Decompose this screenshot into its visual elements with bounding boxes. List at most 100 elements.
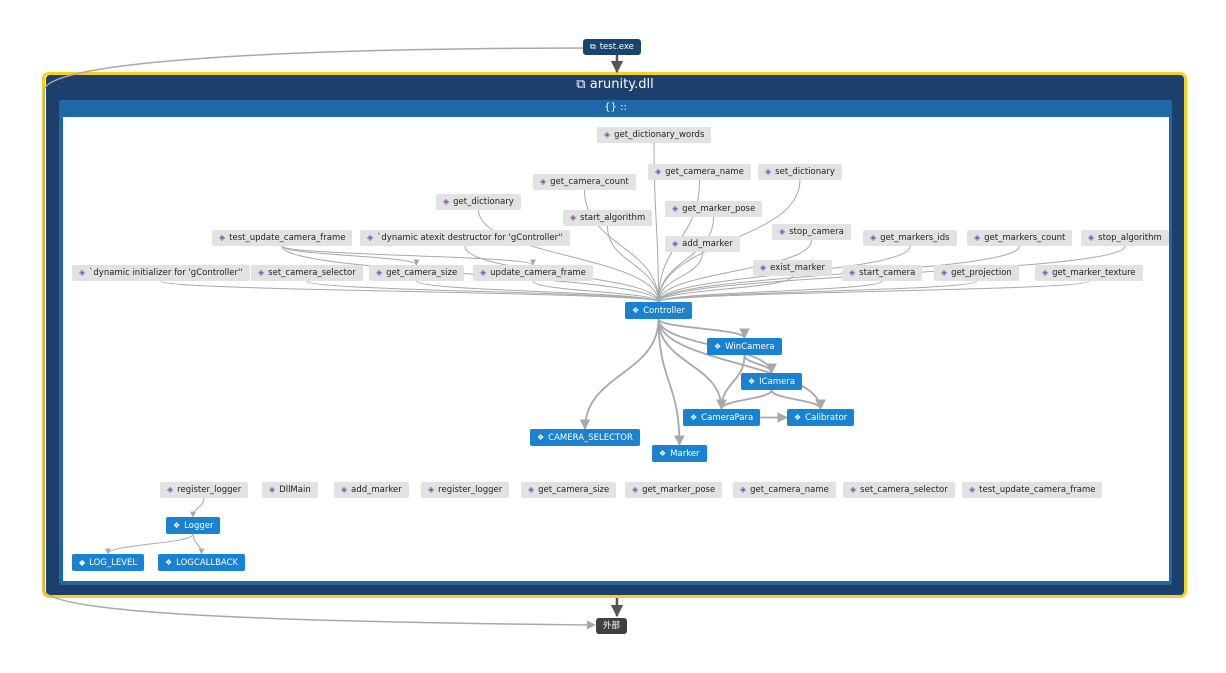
edge-test_update_camera_frame-to-Controller — [281, 245, 662, 303]
method-icon: ◈ — [779, 227, 786, 236]
method-icon: ◈ — [269, 485, 276, 494]
node-test-update-camera-frame[interactable]: ◈test_update_camera_frame — [212, 230, 353, 246]
class-icon: ❖ — [690, 413, 698, 422]
method-icon: ◈ — [428, 485, 435, 494]
node-start-camera[interactable]: ◈start_camera — [842, 265, 923, 281]
edge-get_projection-to-Controller — [655, 280, 977, 303]
method-icon: ◈ — [765, 167, 772, 176]
edge-start_camera-to-Controller — [655, 280, 883, 303]
node-get-camera-name-2[interactable]: ◈get_camera_name — [733, 482, 836, 498]
edge-get_camera_count-to-Controller — [584, 189, 662, 303]
edge-add_marker-to-Controller — [655, 251, 703, 303]
dll-group-title[interactable]: ⧉ arunity.dll — [46, 75, 1184, 95]
edge-test_update_camera_frame-to-get_camera_size — [281, 245, 420, 266]
method-icon: ◈ — [655, 167, 662, 176]
method-icon: ◈ — [740, 485, 747, 494]
node-set-dictionary[interactable]: ◈set_dictionary — [758, 164, 842, 180]
edge-Logger-to-LOGCALLBACK — [192, 533, 205, 555]
class-icon: ❖ — [748, 377, 756, 386]
method-icon: ◈ — [341, 485, 348, 494]
node-dllmain[interactable]: ◈DllMain — [262, 482, 318, 498]
node-add-marker-2[interactable]: ◈add_marker — [334, 482, 409, 498]
edge-b_register_logger-to-Logger — [190, 497, 205, 518]
external-node[interactable]: 外部 — [596, 618, 628, 634]
node-get-camera-size[interactable]: ◈get_camera_size — [369, 265, 465, 281]
node-set-camera-selector-2[interactable]: ◈set_camera_selector — [843, 482, 955, 498]
edge-get_camera_size-to-Controller — [416, 280, 662, 303]
edge-test_update_camera_frame-to-update_camera_frame — [281, 245, 536, 266]
node-log-level-enum[interactable]: ◆LOG_LEVEL — [72, 554, 145, 571]
node-get-projection[interactable]: ◈get_projection — [934, 265, 1019, 281]
node-get-marker-texture[interactable]: ◈get_marker_texture — [1035, 265, 1143, 281]
edge-dyn_init-to-Controller — [160, 280, 662, 303]
node-dynamic-initializer[interactable]: ◈`dynamic initializer for 'gController'' — [72, 265, 250, 281]
method-icon: ◈ — [974, 233, 981, 242]
exe-to-external-edge — [43, 47, 601, 630]
node-wincamera[interactable]: ❖WinCamera — [707, 338, 782, 355]
node-start-algorithm[interactable]: ◈start_algorithm — [563, 210, 653, 226]
method-icon: ◈ — [850, 485, 857, 494]
node-update-camera-frame[interactable]: ◈update_camera_frame — [473, 265, 593, 281]
edge-set_camera_selector-to-Controller — [306, 280, 662, 303]
node-get-camera-name[interactable]: ◈get_camera_name — [648, 164, 751, 180]
method-icon: ◈ — [870, 233, 877, 242]
node-add-marker[interactable]: ◈add_marker — [665, 236, 740, 252]
node-get-dictionary[interactable]: ◈get_dictionary — [436, 194, 521, 210]
node-register-logger-2[interactable]: ◈register_logger — [421, 482, 510, 498]
edge-Controller-to-Marker — [657, 318, 685, 447]
namespace-icon: {} — [604, 102, 617, 113]
class-icon: ❖ — [632, 306, 640, 315]
class-icon: ❖ — [165, 558, 173, 567]
node-icamera[interactable]: ❖ICamera — [741, 373, 803, 390]
node-logcallback[interactable]: ❖LOGCALLBACK — [158, 554, 246, 571]
edge-ICamera-to-CameraPara — [716, 389, 773, 411]
node-get-markers-count[interactable]: ◈get_markers_count — [967, 230, 1073, 246]
method-icon: ◈ — [79, 268, 86, 277]
method-icon: ◈ — [604, 130, 611, 139]
node-controller[interactable]: ❖Controller — [625, 302, 692, 319]
class-icon: ❖ — [794, 413, 802, 422]
node-get-camera-size-2[interactable]: ◈get_camera_size — [521, 482, 617, 498]
namespace-group-title[interactable]: {} :: — [59, 100, 1172, 116]
dll-label: arunity.dll — [589, 77, 654, 92]
method-icon: ◈ — [480, 268, 487, 277]
exe-node[interactable]: ⧉test.exe — [583, 39, 641, 55]
node-calibrator[interactable]: ❖Calibrator — [787, 409, 855, 426]
method-icon: ◈ — [672, 204, 679, 213]
node-camerapara[interactable]: ❖CameraPara — [683, 409, 761, 426]
node-marker[interactable]: ❖Marker — [652, 445, 707, 462]
node-register-logger[interactable]: ◈register_logger — [160, 482, 249, 498]
node-get-markers-ids[interactable]: ◈get_markers_ids — [863, 230, 957, 246]
enum-icon: ◆ — [79, 558, 86, 567]
method-icon: ◈ — [258, 268, 265, 277]
node-logger[interactable]: ❖Logger — [166, 517, 221, 534]
class-icon: ❖ — [173, 521, 181, 530]
node-get-marker-pose-2[interactable]: ◈get_marker_pose — [625, 482, 723, 498]
method-icon: ◈ — [376, 268, 383, 277]
method-icon: ◈ — [219, 233, 226, 242]
method-icon: ◈ — [167, 485, 174, 494]
edge-exist_marker-to-Controller — [655, 275, 793, 303]
method-icon: ◈ — [443, 197, 450, 206]
namespace-content-area — [63, 117, 1169, 581]
method-icon: ◈ — [1042, 268, 1049, 277]
node-get-camera-count[interactable]: ◈get_camera_count — [533, 174, 636, 190]
node-stop-algorithm[interactable]: ◈stop_algorithm — [1081, 230, 1169, 246]
node-test-update-camera-frame-2[interactable]: ◈test_update_camera_frame — [962, 482, 1103, 498]
edge-get_markers_count-to-Controller — [655, 245, 1020, 303]
node-camera-selector-enum[interactable]: ❖CAMERA_SELECTOR — [530, 429, 640, 446]
method-icon: ◈ — [941, 268, 948, 277]
edge-Controller-to-Calibrator — [657, 318, 826, 411]
node-set-camera-selector[interactable]: ◈set_camera_selector — [251, 265, 363, 281]
node-get-marker-pose[interactable]: ◈get_marker_pose — [665, 201, 763, 217]
method-icon: ◈ — [849, 268, 856, 277]
method-icon: ◈ — [1088, 233, 1095, 242]
node-stop-camera[interactable]: ◈stop_camera — [772, 224, 851, 240]
node-dynamic-atexit-destructor[interactable]: ◈`dynamic atexit destructor for 'gContro… — [360, 230, 570, 246]
method-icon: ◈ — [540, 177, 547, 186]
edge-Controller-to-CAMERA_SELECTOR — [579, 318, 660, 431]
node-exist-marker[interactable]: ◈exist_marker — [753, 260, 832, 276]
class-icon: ❖ — [659, 449, 667, 458]
node-get-dictionary-words[interactable]: ◈get_dictionary_words — [597, 127, 712, 143]
